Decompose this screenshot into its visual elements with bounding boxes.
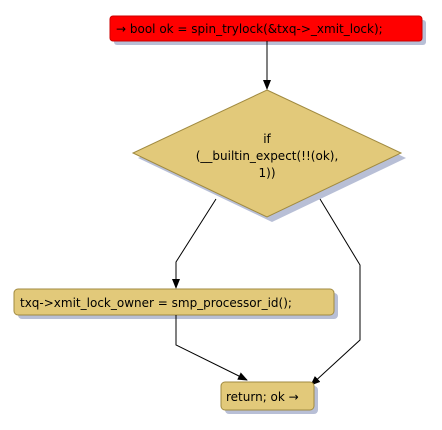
end-node-label: return; ok → [226, 390, 299, 404]
decision-line-2: (__builtin_expect(!!(ok), [196, 149, 339, 163]
assign-node-box [13, 288, 335, 316]
assign-node: txq->xmit_lock_owner = smp_processor_id(… [13, 288, 338, 319]
assign-node-label: txq->xmit_lock_owner = smp_processor_id(… [20, 296, 292, 310]
end-node-box [220, 381, 315, 411]
edge-decision-to-assign [172, 198, 217, 289]
decision-line-1: if [263, 132, 271, 146]
edge-assign-to-end [175, 315, 248, 381]
end-node: return; ok → [220, 381, 318, 414]
start-node: → bool ok = spin_trylock(&txq->_xmit_loc… [109, 15, 426, 45]
decision-node: if (__builtin_expect(!!(ok), 1)) [131, 89, 406, 222]
edge-decision-to-end [310, 198, 361, 386]
decision-line-3: 1)) [259, 166, 276, 180]
start-node-box [109, 15, 423, 42]
decision-node-diamond [131, 89, 403, 218]
start-node-label: → bool ok = spin_trylock(&txq->_xmit_loc… [116, 22, 383, 36]
